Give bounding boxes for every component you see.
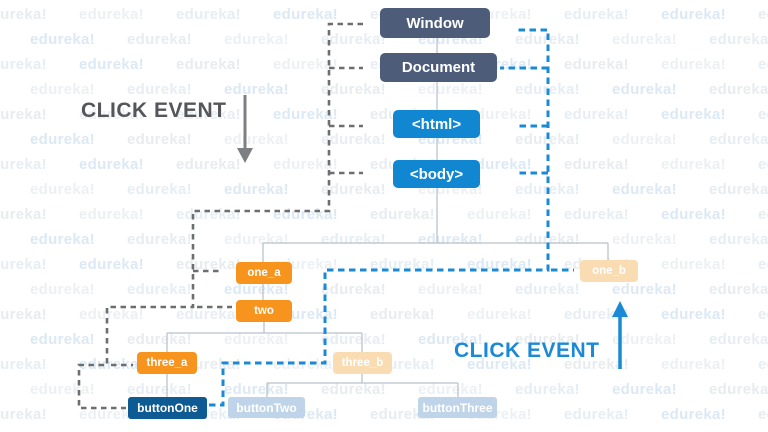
tree-lines (166, 38, 609, 397)
node-window: Window (380, 8, 490, 38)
bubble-path-stubs (500, 66, 574, 272)
node-document: Document (380, 53, 497, 82)
arrow-down-icon (237, 95, 253, 163)
node-body: <body> (393, 160, 480, 188)
capture-path (77, 22, 363, 410)
bubble-event-label: CLICK EVENT (454, 339, 600, 362)
node-one-a: one_a (236, 262, 292, 284)
node-html: <html> (393, 110, 480, 138)
arrow-up-icon (612, 301, 628, 369)
node-one-b: one_b (580, 260, 638, 282)
node-button-two: buttonTwo (228, 397, 305, 418)
node-button-three: buttonThree (418, 397, 497, 418)
node-button-one: buttonOne (128, 397, 207, 419)
node-three-b: three_b (333, 352, 392, 374)
bubble-path (209, 28, 550, 407)
node-three-a: three_a (137, 352, 197, 374)
node-two: two (236, 300, 292, 322)
capture-path-stubs (111, 66, 363, 367)
capture-event-label: CLICK EVENT (81, 99, 227, 122)
